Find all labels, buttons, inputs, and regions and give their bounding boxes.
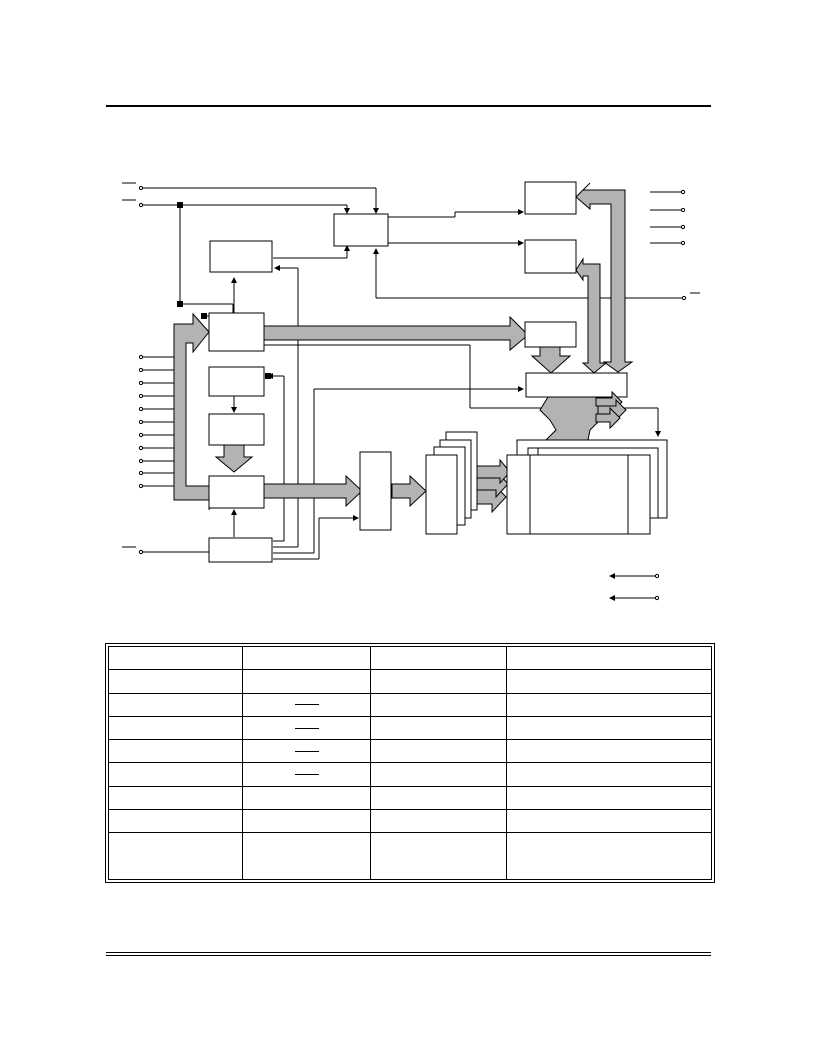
table-cell [506,832,712,880]
table-cell [242,785,371,811]
address-pins [138,354,176,489]
output-buffer-block-2 [524,239,577,274]
top-left-block [209,240,273,273]
header-rule [106,105,711,107]
table-cell [242,809,371,834]
table-cell [108,715,243,741]
table-row [108,785,712,811]
table-cell [370,715,507,741]
table-row [108,739,712,764]
address-bus [173,312,212,511]
table-row [108,832,712,880]
output-buffer-block-1 [524,181,577,215]
bus-latch-to-decoder [263,315,529,352]
table-row [108,645,712,671]
footer-rule [106,952,711,953]
table-cell [108,669,243,694]
table-cell [242,692,371,717]
mux-block [208,475,265,509]
row-decoder-block [524,321,577,348]
counter-block [208,366,265,397]
bus-output-1 [575,182,634,373]
bus-to-array [263,474,363,508]
table-cell [506,809,712,834]
junction-dots [177,202,271,379]
bus-decoder-to-select [530,346,572,374]
table-cell [370,809,507,834]
footer-rule-2 [106,955,711,956]
table-cell [108,645,243,671]
pin-function-table [105,643,715,883]
bus-down-small [214,443,254,473]
control-logic-block [333,213,389,247]
table-cell [370,762,507,787]
overbar-mark [294,727,319,729]
table-cell [108,739,243,764]
table-cell [506,715,712,741]
table-row [108,715,712,741]
table-cell [242,739,371,764]
overbar-mark [294,704,319,706]
table-row [108,809,712,834]
table-cell [370,669,507,694]
table-cell [506,785,712,811]
array-side-arrows [595,390,627,430]
table-cell [370,692,507,717]
bus-mux [391,474,427,508]
table-cell [108,809,243,834]
table-cell [108,785,243,811]
table-cell [242,832,371,880]
column-select-block [525,372,628,398]
timing-block [208,537,273,563]
bus-output-2b [575,257,608,374]
overbar-mark [294,774,319,776]
memory-array [506,454,651,535]
table-row [108,669,712,694]
table-cell [242,762,371,787]
table-cell [370,832,507,880]
table-cell [242,645,371,671]
table-row [108,762,712,787]
table-cell [370,739,507,764]
table-cell [506,669,712,694]
table-cell [370,645,507,671]
table-cell [108,762,243,787]
y-gate-block [359,451,392,531]
table-cell [506,645,712,671]
table-cell [506,739,712,764]
overbar-mark [294,750,319,752]
table-cell [242,669,371,694]
blocks [208,181,668,563]
table-row [108,692,712,717]
sense-amp-block-0 [425,454,458,535]
table-cell [506,692,712,717]
bus-y-gating-3 [475,458,511,485]
top-left-input-pins [122,182,144,555]
table-cell [108,832,243,880]
address-latch-block [208,312,265,352]
register-block [208,413,265,446]
table-cell [108,692,243,717]
table-cell [506,762,712,787]
block-diagram [122,181,700,601]
table-cell [242,715,371,741]
table-cell [370,785,507,811]
right-output-pins [650,189,700,601]
